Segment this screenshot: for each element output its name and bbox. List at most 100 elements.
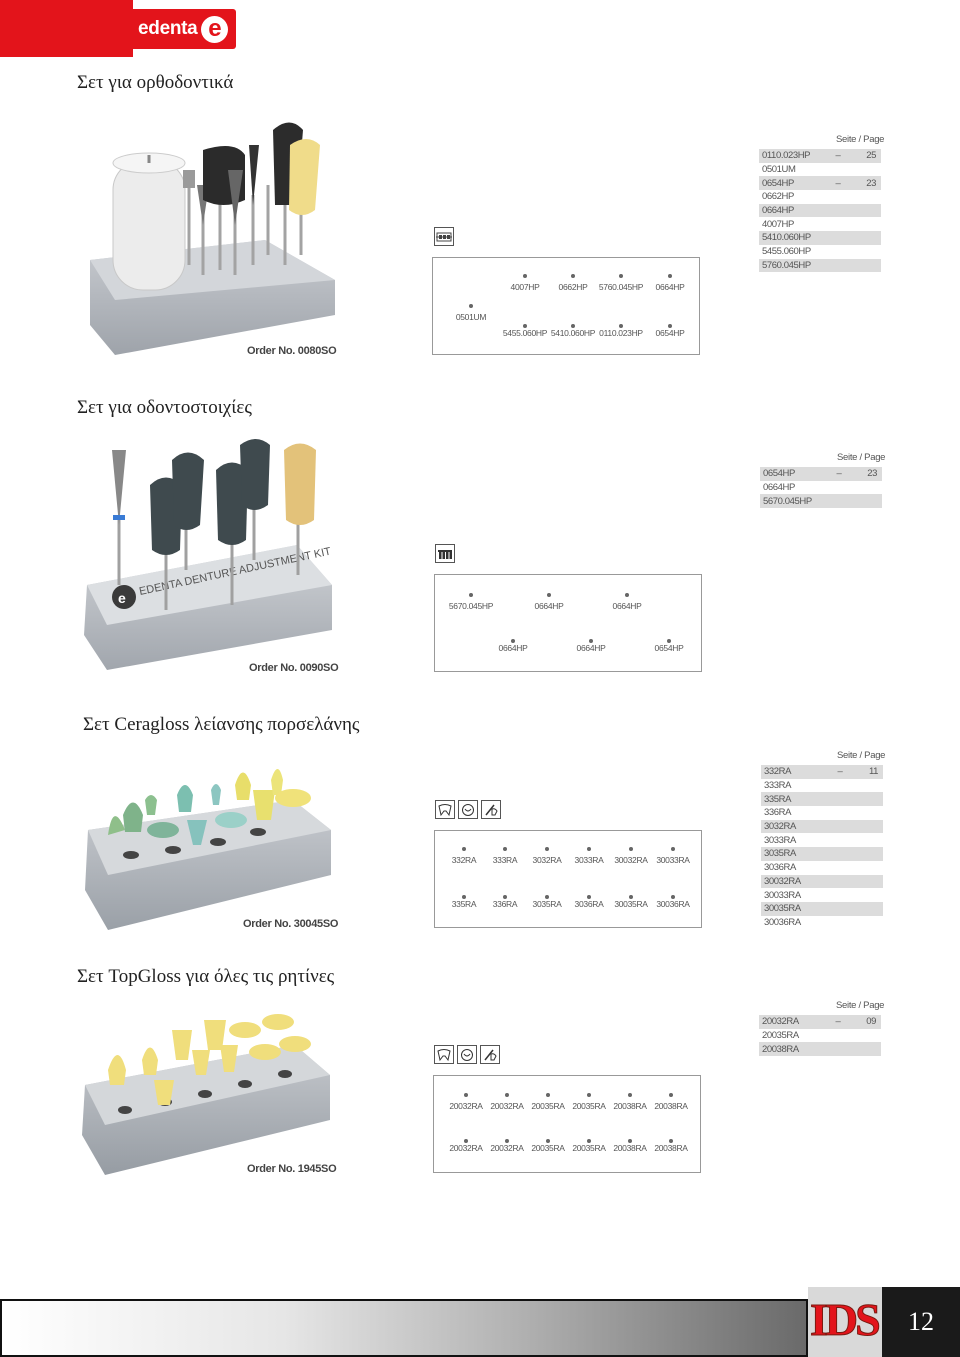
table-row: 3032RA bbox=[761, 819, 883, 834]
denture-teeth-icon bbox=[435, 544, 455, 563]
slot-label: 20038RA bbox=[641, 1135, 701, 1153]
section-title-denture: Σετ για οδοντοστοιχίες bbox=[77, 397, 252, 418]
table-row: 5760.045HP bbox=[759, 258, 881, 273]
slot-label: 5670.045HP bbox=[441, 593, 501, 611]
slot-label: 0664HP bbox=[640, 274, 700, 292]
ids-logo-text: IDS bbox=[810, 1294, 882, 1346]
page-reference-header: Seite / Page bbox=[837, 750, 886, 761]
occlusal-tooth-icon bbox=[458, 800, 478, 819]
slot-label: 20032RA bbox=[436, 1093, 496, 1111]
header-red-bar bbox=[0, 0, 133, 57]
occlusal-tooth-icon bbox=[457, 1045, 477, 1064]
slot-label: 30035RA bbox=[601, 891, 661, 909]
slot-label: 20038RA bbox=[600, 1135, 660, 1153]
table-row: 20035RA bbox=[762, 1030, 799, 1042]
slot-label: 3033RA bbox=[559, 847, 619, 865]
page-number: 12 bbox=[882, 1287, 960, 1357]
section-title-ceragloss: Σετ Ceragloss λείανσης πορσελάνης bbox=[83, 714, 360, 735]
slot-label: 0501UM bbox=[441, 304, 501, 322]
slot-label: 20032RA bbox=[436, 1135, 496, 1153]
slot-label: 20035RA bbox=[518, 1135, 578, 1153]
table-row: 0664HP bbox=[759, 203, 881, 218]
bur-layout-diagram: 5670.045HP 0664HP 0664HP 0664HP 0664HP 0… bbox=[434, 574, 702, 672]
product-photo-topgloss-set bbox=[82, 1014, 330, 1175]
slot-label: 30033RA bbox=[643, 847, 703, 865]
slot-label: 5760.045HP bbox=[591, 274, 651, 292]
table-row: 3036RA bbox=[764, 862, 796, 874]
table-row: 332RA–11 bbox=[761, 765, 883, 779]
table-row: 5410.060HP bbox=[759, 231, 881, 245]
slot-label: 20035RA bbox=[559, 1135, 619, 1153]
instrument-tooth-icon bbox=[480, 1045, 500, 1064]
page-number-text: 12 bbox=[908, 1307, 934, 1336]
table-row: 5670.045HP bbox=[760, 494, 882, 509]
order-number: Order No. 0080SO bbox=[247, 345, 337, 357]
page-reference-table: 0110.023HP–25 0501UM 0654HP–23 0662HP 06… bbox=[759, 149, 881, 273]
page-reference-table: 0654HP–23 0664HP 5670.045HP bbox=[760, 467, 882, 509]
section-title-orthodontic: Σετ για ορθοδοντικά bbox=[77, 72, 234, 93]
slot-label: 3032RA bbox=[517, 847, 577, 865]
application-icons bbox=[435, 800, 501, 819]
slot-label: 336RA bbox=[475, 891, 535, 909]
bur-layout-diagram: 4007HP 0662HP 5760.045HP 0664HP 0501UM 5… bbox=[432, 257, 700, 355]
table-row: 30032RA bbox=[761, 874, 883, 889]
footer-gradient-bar bbox=[0, 1299, 808, 1357]
bur-layout-diagram: 20032RA 20032RA 20035RA 20035RA 20038RA … bbox=[433, 1075, 701, 1173]
table-row: 30033RA bbox=[764, 889, 801, 901]
table-row: 30036RA bbox=[764, 916, 801, 928]
product-photo-ceragloss-set bbox=[85, 769, 331, 930]
slot-label: 0664HP bbox=[561, 635, 621, 653]
table-row: 0501UM bbox=[762, 164, 796, 176]
order-number: Order No. 1945SO bbox=[247, 1163, 337, 1175]
slot-label: 0664HP bbox=[483, 635, 543, 653]
product-photo-orthodontic-set bbox=[90, 122, 335, 355]
page-reference-header: Seite / Page bbox=[836, 134, 885, 145]
slot-label: 20035RA bbox=[559, 1093, 619, 1111]
table-row: 3035RA bbox=[761, 847, 883, 861]
slot-label: 0664HP bbox=[519, 593, 579, 611]
slot-label: 20038RA bbox=[600, 1093, 660, 1111]
table-row: 336RA bbox=[764, 807, 792, 819]
svg-text:e: e bbox=[118, 590, 126, 606]
slot-label: 20032RA bbox=[477, 1093, 537, 1111]
page-reference-table: 20032RA–09 20035RA 20038RA bbox=[759, 1015, 881, 1057]
slot-label: 0654HP bbox=[639, 635, 699, 653]
slot-label: 20035RA bbox=[518, 1093, 578, 1111]
application-icons bbox=[435, 544, 455, 563]
table-row: 0110.023HP–25 bbox=[759, 149, 881, 163]
table-row: 20032RA–09 bbox=[759, 1015, 881, 1029]
logo-wordmark: edenta bbox=[138, 18, 198, 39]
table-row: 20038RA bbox=[759, 1042, 881, 1057]
table-row: 5455.060HP bbox=[762, 246, 811, 258]
slot-label: 332RA bbox=[434, 847, 494, 865]
slot-label: 0662HP bbox=[543, 274, 603, 292]
slot-label: 30032RA bbox=[601, 847, 661, 865]
product-photo-denture-set: e EDENTA DENTURE ADJUSTMENT KIT bbox=[84, 439, 332, 670]
order-number: Order No. 30045SO bbox=[243, 918, 339, 930]
slot-label: 5410.060HP bbox=[543, 320, 603, 338]
table-row: 0664HP bbox=[763, 482, 795, 494]
crown-icon bbox=[435, 800, 455, 819]
slot-label: 30036RA bbox=[643, 891, 703, 909]
table-row: 333RA bbox=[764, 780, 792, 792]
application-icons bbox=[434, 1045, 500, 1064]
slot-label: 20032RA bbox=[477, 1135, 537, 1153]
table-row: 0662HP bbox=[762, 191, 794, 203]
slot-label: 0110.023HP bbox=[591, 320, 651, 338]
slot-label: 0664HP bbox=[597, 593, 657, 611]
ids-logo: IDS bbox=[808, 1287, 882, 1357]
logo-e-mark: e bbox=[201, 15, 229, 43]
page-reference-header: Seite / Page bbox=[836, 1000, 885, 1011]
edenta-logo: edenta e bbox=[133, 9, 236, 49]
table-row: 4007HP bbox=[762, 218, 794, 230]
slot-label: 3035RA bbox=[517, 891, 577, 909]
slot-label: 4007HP bbox=[495, 274, 555, 292]
application-icons bbox=[434, 227, 454, 246]
page-reference-header: Seite / Page bbox=[837, 452, 886, 463]
table-row: 3033RA bbox=[764, 834, 796, 846]
page-reference-table: 332RA–11 333RA 335RA 336RA 3032RA 3033RA… bbox=[761, 765, 883, 929]
crown-icon bbox=[434, 1045, 454, 1064]
bur-layout-diagram: 332RA 333RA 3032RA 3033RA 30032RA 30033R… bbox=[434, 830, 702, 928]
orthodontic-bracket-icon bbox=[434, 227, 454, 246]
table-row: 0654HP–23 bbox=[759, 176, 881, 191]
